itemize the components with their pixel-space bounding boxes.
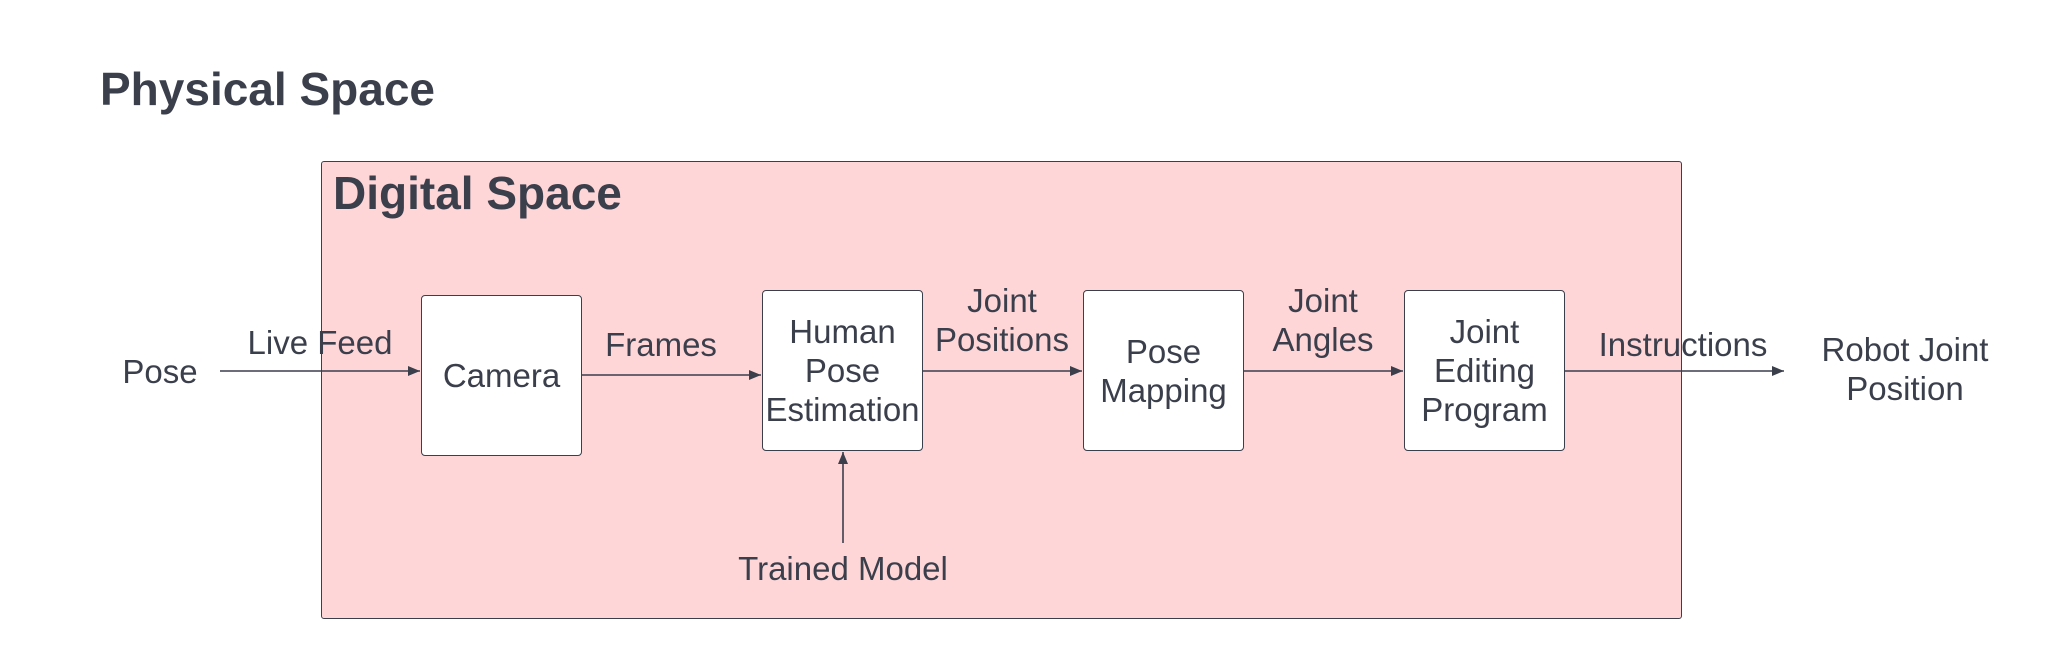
joint-editing-program-node: Joint Editing Program [1404, 290, 1565, 451]
joint-positions-label: Joint Positions [935, 282, 1069, 358]
human-pose-estimation-node: Human Pose Estimation [762, 290, 923, 451]
live-feed-label: Live Feed [247, 324, 393, 361]
joint-angles-label: Joint Angles [1272, 282, 1374, 358]
pose-mapping-node: Pose Mapping [1083, 290, 1244, 451]
camera-node: Camera [421, 295, 582, 456]
digital-space-title: Digital Space [333, 167, 622, 219]
camera-label: Camera [442, 357, 561, 394]
instructions-label: Instructions [1598, 326, 1768, 363]
pose-mapping-label: Pose Mapping [1100, 332, 1227, 409]
robot-joint-position-label: Robot Joint Position [1821, 331, 1989, 407]
joint-editing-program-label: Joint Editing Program [1421, 313, 1548, 428]
trained-model-label: Trained Model [738, 550, 948, 587]
pose-label: Pose [122, 353, 198, 390]
frames-label: Frames [605, 326, 717, 363]
physical-space-title: Physical Space [100, 63, 435, 115]
human-pose-estimation-label: Human Pose Estimation [765, 313, 920, 428]
